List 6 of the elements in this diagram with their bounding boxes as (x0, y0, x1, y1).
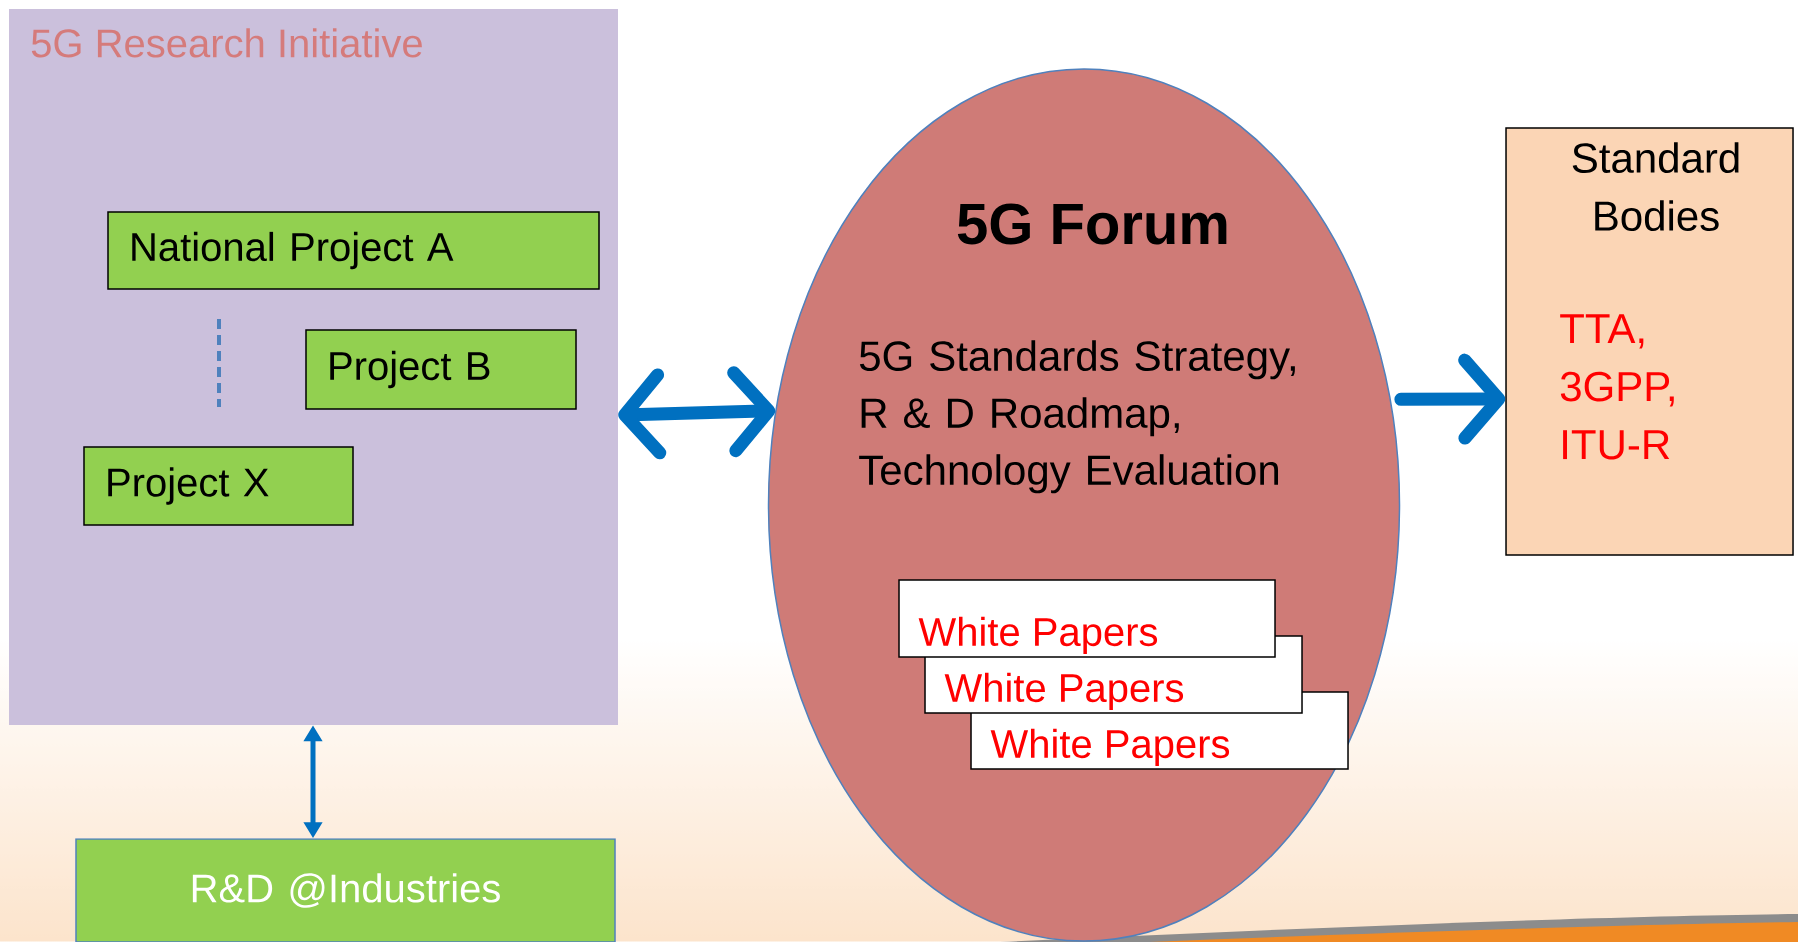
project-box: Project X (83, 446, 354, 526)
paper-card: White Papers (898, 579, 1276, 658)
industries-box: R&D @Industries (75, 838, 616, 942)
project-box: National Project A (107, 211, 600, 290)
standards-box: Standard Bodies TTA, 3GPP, ITU-R (1505, 127, 1794, 556)
project-box: Project B (305, 329, 577, 410)
